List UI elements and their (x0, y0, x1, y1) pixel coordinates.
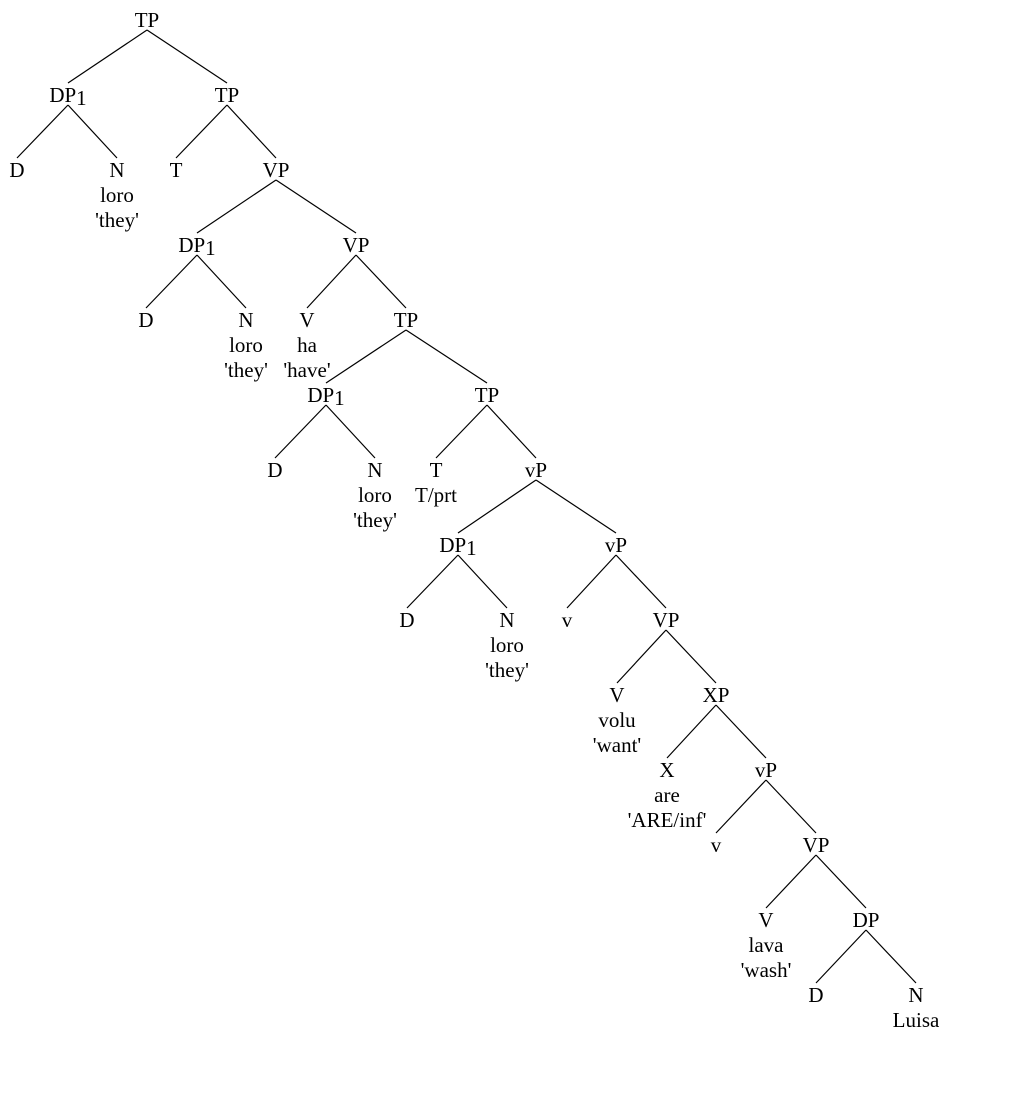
node-word-n4-0: loro (490, 633, 524, 657)
node-word-n2-1: 'they' (224, 358, 268, 382)
edge-dp5-n5 (865, 929, 917, 984)
edge-dp2-n2 (196, 254, 247, 309)
node-label-d5: D (808, 983, 823, 1007)
node-label-n5: N (908, 983, 923, 1007)
node-label-n1: N (109, 158, 124, 182)
node-label-d2: D (138, 308, 153, 332)
edge-vp4-dp5 (815, 854, 867, 909)
node-word-t2-0: T/prt (415, 483, 457, 507)
edge-tp2-tp3 (405, 329, 488, 384)
edge-dp3-d3 (274, 404, 327, 459)
node-label-d1: D (9, 158, 24, 182)
node-word-n3-1: 'they' (353, 508, 397, 532)
node-subscript: 1 (334, 386, 345, 410)
node-label-dp5: DP (853, 908, 880, 932)
node-label-dp3: DP1 (307, 383, 344, 410)
edge-lvp2-lv1 (566, 554, 617, 609)
edge-tp0-tp1 (146, 29, 228, 84)
node-label-v1: V (299, 308, 314, 332)
node-label-tp2: TP (394, 308, 419, 332)
edge-xp-lvp3 (715, 704, 767, 759)
edge-tp2-dp3 (325, 329, 407, 384)
edge-lvp2-vp3 (615, 554, 667, 609)
edge-vp4-v3 (765, 854, 817, 909)
node-word-n3-0: loro (358, 483, 392, 507)
node-label-vp2: VP (343, 233, 370, 257)
node-subscript: 1 (76, 86, 87, 110)
node-label-lv2: v (711, 833, 722, 857)
node-label-lvp1: vP (525, 458, 547, 482)
node-word-x-1: 'ARE/inf' (628, 808, 707, 832)
edge-tp1-vp1 (226, 104, 277, 159)
node-label-n2: N (238, 308, 253, 332)
edge-dp5-d5 (815, 929, 867, 984)
node-label-tp1: TP (215, 83, 240, 107)
edge-xp-x (666, 704, 717, 759)
node-subscript: 1 (205, 236, 216, 260)
edge-vp1-dp2 (196, 179, 277, 234)
edge-lvp3-vp4 (765, 779, 817, 834)
node-label-n4: N (499, 608, 514, 632)
edge-tp3-t2 (435, 404, 488, 459)
node-label-v3: V (758, 908, 773, 932)
node-word-v3-0: lava (749, 933, 785, 957)
edge-vp2-tp2 (355, 254, 407, 309)
node-subscript: 1 (466, 536, 477, 560)
node-label-d3: D (267, 458, 282, 482)
edge-dp1-d1 (16, 104, 69, 159)
node-label-tp0: TP (135, 8, 160, 32)
node-word-n4-1: 'they' (485, 658, 529, 682)
node-label-lv1: v (562, 608, 573, 632)
edge-tp3-lvp1 (486, 404, 537, 459)
node-label-t1: T (170, 158, 183, 182)
node-word-v2-0: volu (598, 708, 636, 732)
node-label-x: X (659, 758, 674, 782)
edge-dp4-n4 (457, 554, 508, 609)
edge-dp2-d2 (145, 254, 198, 309)
edge-vp2-v1 (306, 254, 357, 309)
edge-tp0-dp1 (67, 29, 148, 84)
node-label-lvp3: vP (755, 758, 777, 782)
node-word-v1-1: 'have' (283, 358, 330, 382)
node-word-n1-1: 'they' (95, 208, 139, 232)
node-label-v2: V (609, 683, 624, 707)
edge-dp1-n1 (67, 104, 118, 159)
edge-vp3-v2 (616, 629, 667, 684)
edge-vp3-xp (665, 629, 717, 684)
node-label-vp1: VP (263, 158, 290, 182)
tree-edges (16, 29, 917, 984)
node-label-lvp2: vP (605, 533, 627, 557)
node-word-n5-0: Luisa (893, 1008, 940, 1032)
node-label-dp2: DP1 (178, 233, 215, 260)
node-label-tp3: TP (475, 383, 500, 407)
edge-dp4-d4 (406, 554, 459, 609)
node-label-n3: N (367, 458, 382, 482)
node-word-v1-0: ha (297, 333, 318, 357)
node-label-dp4: DP1 (439, 533, 476, 560)
edge-lvp1-lvp2 (535, 479, 617, 534)
node-label-xp: XP (703, 683, 730, 707)
node-word-v2-1: 'want' (593, 733, 641, 757)
node-label-vp3: VP (653, 608, 680, 632)
node-word-n2-0: loro (229, 333, 263, 357)
node-word-x-0: are (654, 783, 680, 807)
node-label-vp4: VP (803, 833, 830, 857)
node-label-t2: T (430, 458, 443, 482)
node-word-n1-0: loro (100, 183, 134, 207)
edge-vp1-vp2 (275, 179, 357, 234)
edge-lvp1-dp4 (457, 479, 537, 534)
node-word-v3-1: 'wash' (741, 958, 792, 982)
node-label-d4: D (399, 608, 414, 632)
edge-tp1-t1 (175, 104, 228, 159)
edge-dp3-n3 (325, 404, 376, 459)
node-label-dp1: DP1 (49, 83, 86, 110)
edge-lvp3-lv2 (715, 779, 767, 834)
